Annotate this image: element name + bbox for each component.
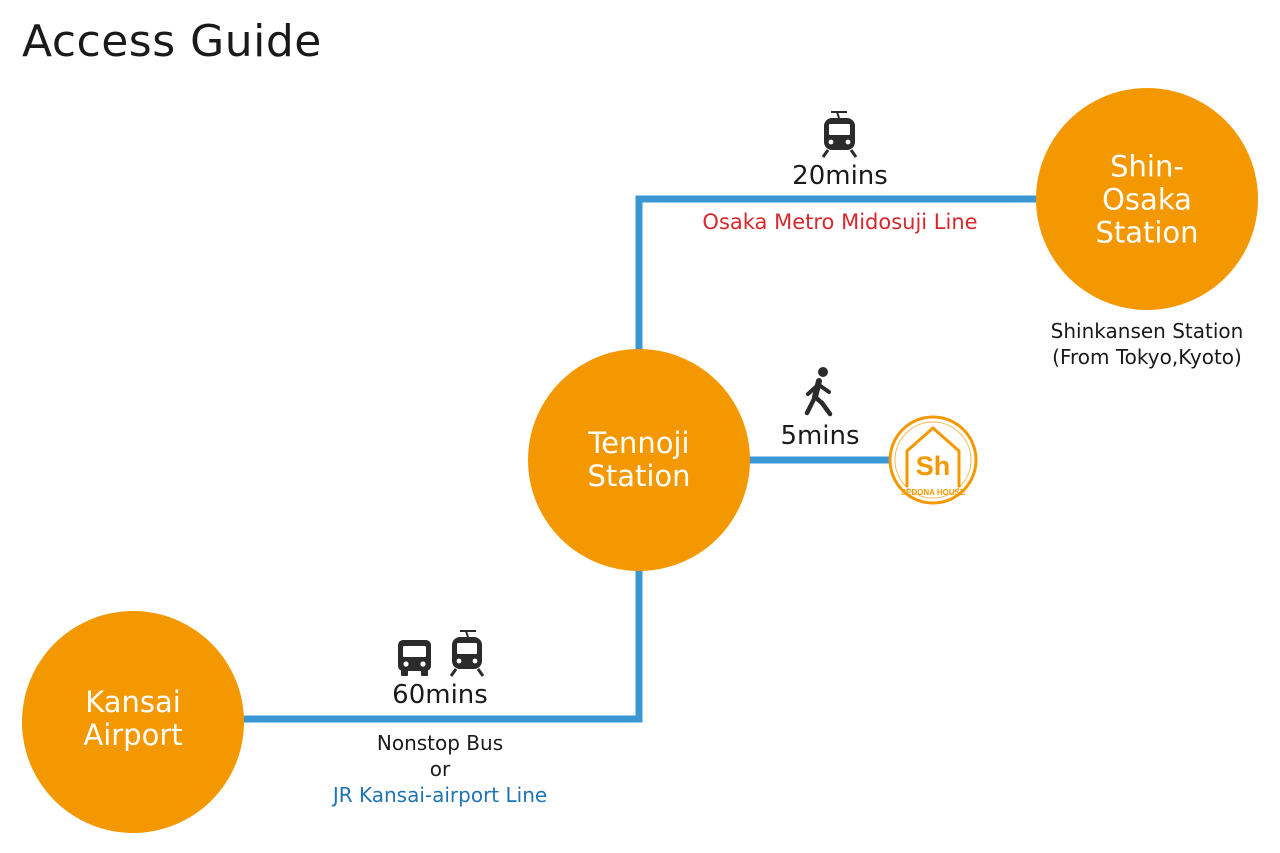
note-line1: Shinkansen Station <box>1050 319 1244 343</box>
bus-icon <box>398 640 431 676</box>
option-nonstop-bus: Nonstop Bus <box>376 731 504 755</box>
note-line2: (From Tokyo,Kyoto) <box>1052 345 1242 369</box>
walking-person-icon <box>804 367 833 417</box>
osaka-metro-midosuji-line: Osaka Metro Midosuji Line <box>702 210 978 234</box>
or-label: or <box>429 757 451 781</box>
train-icon <box>449 630 485 677</box>
station-tennoji[interactable] <box>528 349 750 571</box>
station-name-line1: Shin-Osaka <box>1102 149 1192 217</box>
station-kansai-airport[interactable] <box>22 611 244 833</box>
station-name-line1: Tennoji <box>588 426 690 460</box>
logo-mark: Sh <box>916 451 951 481</box>
station-name-line1: Kansai <box>85 685 181 719</box>
page-title: Access Guide <box>22 16 322 67</box>
station-name-line2: Station <box>1095 215 1199 250</box>
duration-airport-to-tennoji: 60mins <box>392 680 488 710</box>
station-name-line2: Station <box>587 459 691 493</box>
station-label-kansai-airport: Kansai Airport <box>83 686 182 752</box>
station-label-shin-osaka: Shin-Osaka Station <box>1081 149 1214 250</box>
train-icon <box>821 111 858 158</box>
option-jr-kansai-airport-line: JR Kansai-airport Line <box>332 783 548 807</box>
logo-name: SEDONA HOUSE <box>901 488 966 497</box>
route-tennoji-to-shin-osaka <box>635 195 1040 350</box>
shin-osaka-note: Shinkansen Station (From Tokyo,Kyoto) <box>1051 318 1244 370</box>
station-shin-osaka[interactable] <box>1036 88 1258 310</box>
route-airport-to-tennoji <box>240 570 643 723</box>
duration-tennoji-to-hotel: 5mins <box>780 421 860 451</box>
sedona-house-logo[interactable]: Sh SEDONA HOUSE <box>888 415 978 505</box>
duration-tennoji-to-shin-osaka: 20mins <box>792 161 888 191</box>
station-label-tennoji: Tennoji Station <box>587 427 690 493</box>
station-name-line2: Airport <box>83 718 183 752</box>
